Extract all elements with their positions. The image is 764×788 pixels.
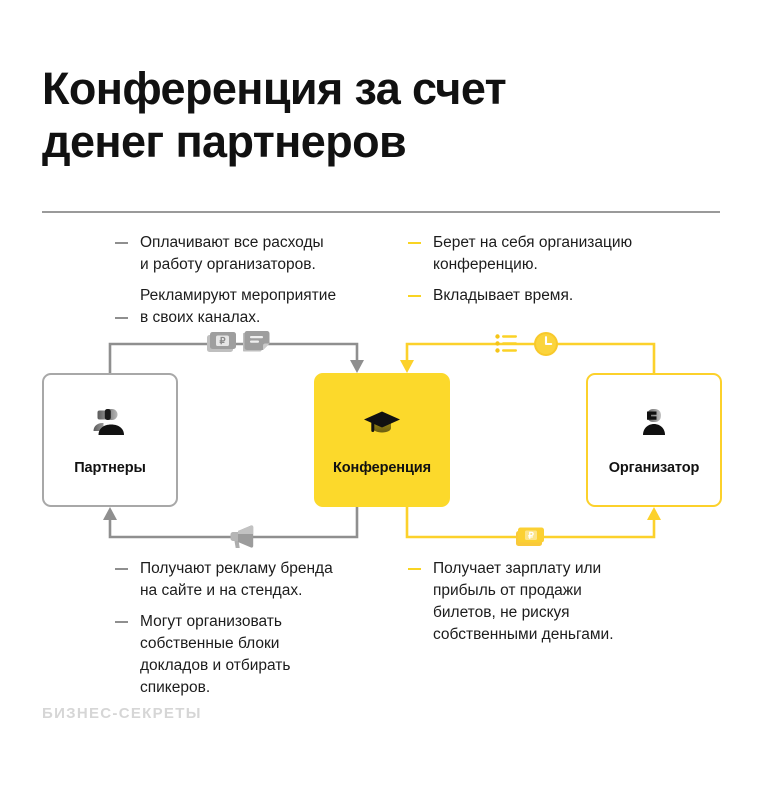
bullet-text: Берет на себя организацию конференцию.: [433, 234, 633, 273]
dash-marker: [115, 568, 128, 570]
title-divider: [42, 211, 720, 213]
bullet-text: Рекламируют мероприятие в своих каналах.: [140, 287, 337, 326]
bullet-item: Берет на себя организацию конференцию.: [408, 232, 676, 276]
node-label-partners: Партнеры: [74, 460, 146, 476]
partners-benefits-block: Получают рекламу бренда на сайте и на ст…: [115, 558, 377, 699]
page-title: Конференция за счет денег партнеров: [42, 63, 507, 168]
graduation-cap-icon: [364, 411, 400, 433]
megaphone-icon: [228, 523, 260, 556]
node-label-organizer: Организатор: [608, 460, 700, 476]
dash-marker: [115, 317, 128, 319]
svg-text:₽: ₽: [219, 336, 226, 347]
organizer-contributions-block: Берет на себя организацию конференцию. В…: [408, 232, 676, 307]
bullet-text: Вкладывает время.: [433, 287, 574, 304]
two-people-icon: [93, 409, 124, 435]
ruble-coin-icon: ₽: [207, 331, 237, 362]
bullet-item: Получает зарплату или прибыль от продажи…: [408, 558, 676, 646]
brand-watermark: БИЗНЕС-СЕКРЕТЫ: [42, 705, 202, 722]
document-lines-icon: [241, 330, 273, 363]
bullet-text: Могут организовать собственные блоки док…: [140, 613, 291, 696]
ruble-banknote-icon: ₽: [514, 524, 546, 555]
bullet-text: Получают рекламу бренда на сайте и на ст…: [140, 560, 333, 599]
bullet-item: Рекламируют мероприятие в своих каналах.: [115, 285, 377, 329]
svg-text:₽: ₽: [528, 530, 534, 540]
bullet-text: Оплачивают все расходы и работу организа…: [140, 234, 324, 273]
dash-marker: [408, 242, 421, 244]
bullet-item: Оплачивают все расходы и работу организа…: [115, 232, 377, 276]
dash-marker: [115, 242, 128, 244]
organizer-benefits-block: Получает зарплату или прибыль от продажи…: [408, 558, 676, 646]
bullet-item: Могут организовать собственные блоки док…: [115, 611, 377, 699]
list-icon: [495, 333, 519, 360]
dash-marker: [408, 295, 421, 297]
clock-icon: [533, 331, 559, 362]
node-conference[interactable]: Конференция: [314, 373, 450, 507]
node-organizer[interactable]: Организатор: [586, 373, 722, 507]
dash-marker: [408, 568, 421, 570]
bullet-item: Вкладывает время.: [408, 285, 676, 307]
person-icon: [643, 409, 665, 435]
node-partners[interactable]: Партнеры: [42, 373, 178, 507]
node-label-conference: Конференция: [333, 460, 431, 476]
bullet-text: Получает зарплату или прибыль от продажи…: [433, 560, 614, 643]
bullet-item: Получают рекламу бренда на сайте и на ст…: [115, 558, 377, 602]
dash-marker: [115, 621, 128, 623]
partners-contributions-block: Оплачивают все расходы и работу организа…: [115, 232, 377, 329]
